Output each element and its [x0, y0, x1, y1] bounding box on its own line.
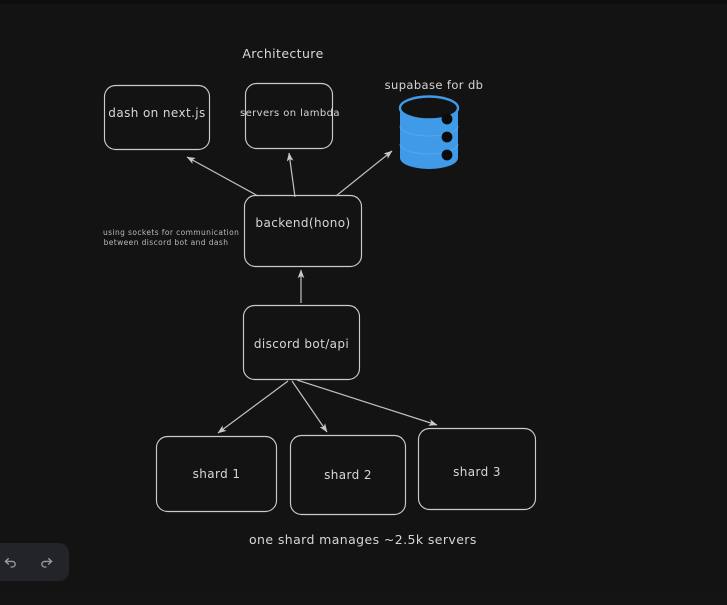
db-dot-3	[441, 149, 453, 161]
arrow-discord-to-shard1	[217, 380, 289, 434]
arrow-discord-to-shard3	[296, 379, 438, 426]
db-dot-2	[441, 131, 453, 143]
database-cylinder-icon	[398, 95, 460, 169]
undo-arrow-icon	[2, 554, 19, 571]
node-box-discord	[242, 304, 361, 381]
node-box-dash	[103, 84, 211, 151]
db-dot-1	[441, 113, 453, 125]
undo-button[interactable]	[0, 551, 21, 573]
redo-arrow-icon	[38, 554, 55, 571]
history-toolbar[interactable]	[0, 543, 69, 581]
node-box-group	[103, 82, 537, 516]
arrow-group	[186, 150, 438, 434]
top-edge-seam	[0, 0, 727, 4]
arrow-backend-to-db	[335, 150, 393, 197]
arrow-backend-to-servers	[286, 152, 296, 198]
node-box-shard3	[417, 427, 537, 511]
node-box-backend	[243, 194, 363, 268]
node-box-shard1	[155, 435, 278, 513]
arrow-backend-to-dash	[186, 156, 259, 197]
node-box-servers	[244, 82, 334, 150]
node-box-shard2	[289, 434, 407, 516]
arrow-discord-to-shard2	[291, 380, 328, 433]
bottom-edge-seam	[0, 589, 727, 605]
redo-button[interactable]	[35, 551, 57, 573]
